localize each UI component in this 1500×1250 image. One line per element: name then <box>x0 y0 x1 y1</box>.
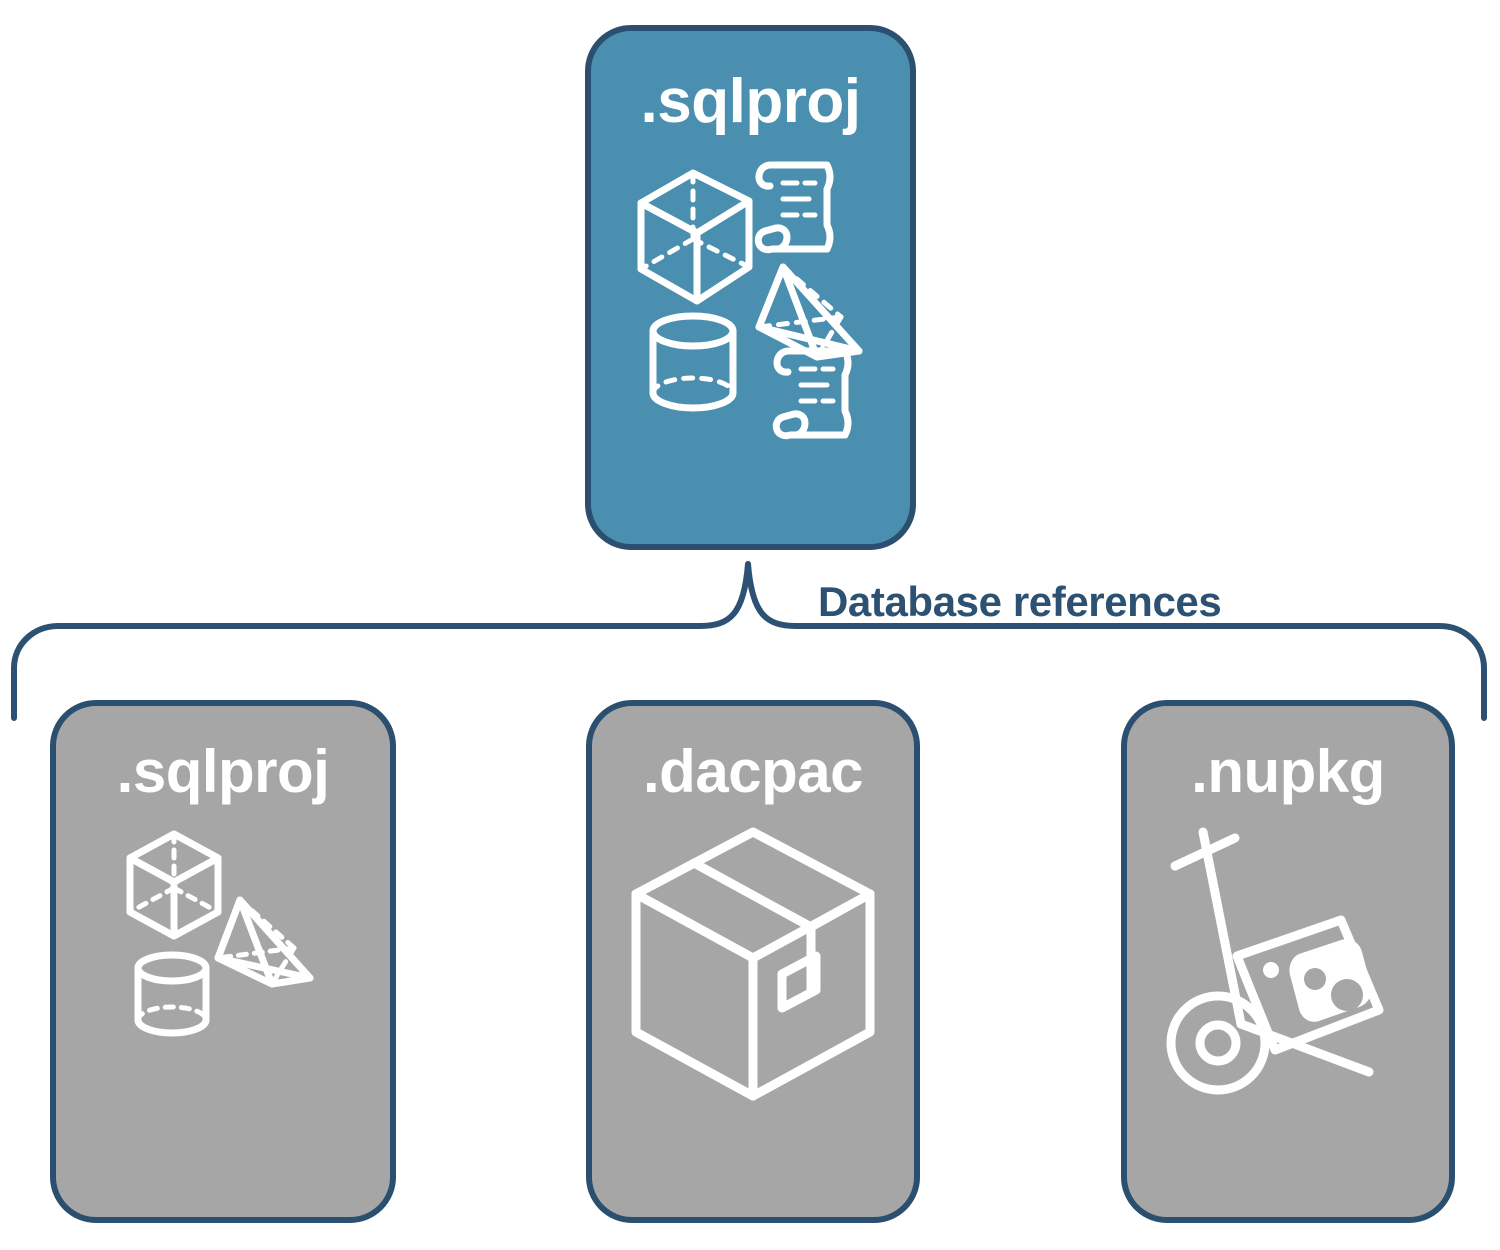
reference-card-nupkg-artwork <box>1127 824 1449 1217</box>
reference-card-nupkg-title: .nupkg <box>1191 738 1385 805</box>
bracket-label: Database references <box>818 578 1222 625</box>
cylinder-icon <box>134 951 210 1037</box>
hand-truck-icon <box>1166 827 1384 1095</box>
reference-card-nupkg[interactable]: .nupkg <box>1121 700 1455 1223</box>
cube-icon <box>126 830 222 940</box>
cube-icon <box>637 169 752 305</box>
scroll-icon-top <box>754 161 833 254</box>
pyramid-icon <box>214 896 314 988</box>
root-card-artwork <box>591 151 910 544</box>
root-card-sqlproj[interactable]: .sqlproj <box>585 25 916 550</box>
reference-card-dacpac-title: .dacpac <box>643 738 863 805</box>
reference-card-dacpac[interactable]: .dacpac <box>586 700 920 1223</box>
package-box-icon <box>631 827 875 1101</box>
root-card-title: .sqlproj <box>640 67 861 136</box>
reference-card-sqlproj-title: .sqlproj <box>116 738 330 805</box>
reference-card-sqlproj[interactable]: .sqlproj <box>50 700 396 1223</box>
bracket-path <box>11 561 1487 721</box>
pyramid-icon <box>755 263 862 361</box>
reference-card-dacpac-artwork <box>592 824 914 1217</box>
scroll-icon-bottom <box>772 347 851 440</box>
package-label-icon <box>1232 915 1384 1055</box>
sqlproj-shapes-group <box>126 830 314 1037</box>
cylinder-icon <box>649 312 736 412</box>
reference-card-sqlproj-artwork <box>56 824 390 1217</box>
root-shapes-group <box>637 161 862 440</box>
